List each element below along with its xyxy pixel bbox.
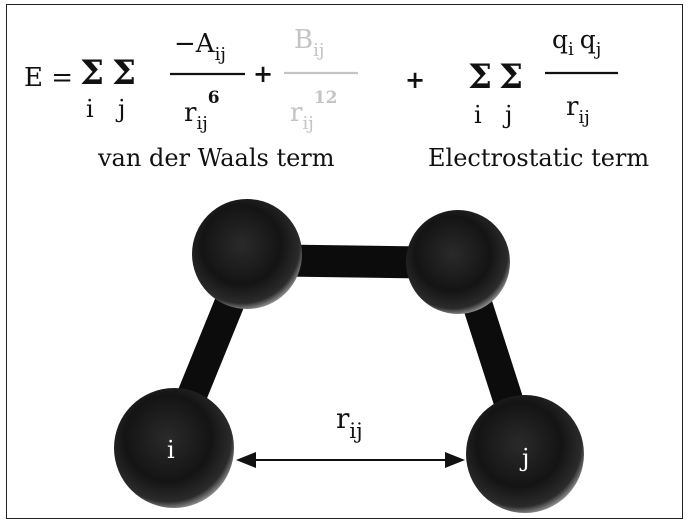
distance-arrowhead-left: [236, 452, 256, 468]
sum-symbol-i: Σ: [80, 53, 104, 93]
vdw-numerator-a: −Aij: [174, 29, 226, 65]
bond-right: [461, 295, 527, 417]
elec-sum-symbol-j: Σ: [499, 57, 523, 97]
vdw-numerator-b: Bij: [294, 25, 324, 61]
sum-symbol-j: Σ: [112, 53, 136, 93]
atom-top-right: [406, 210, 510, 314]
plus-sign-1: +: [253, 59, 273, 88]
vdw-denominator-a: rij6: [184, 88, 220, 134]
bond-left: [172, 286, 248, 416]
elec-denominator: rij: [566, 92, 590, 128]
electrostatic-term-label: Electrostatic term: [428, 144, 649, 172]
atom-i: [114, 388, 234, 508]
elec-sum-index-j: j: [502, 101, 512, 129]
distance-arrowhead-right: [445, 452, 465, 468]
molecule-diagram: i j rij: [114, 199, 584, 513]
vdw-denominator-b: rij12: [290, 88, 337, 134]
atom-j-label: j: [519, 444, 529, 472]
energy-lhs: E =: [24, 63, 73, 93]
elec-sum-symbol-i: Σ: [468, 57, 492, 97]
sum-index-j: j: [115, 95, 125, 123]
sum-index-i: i: [86, 95, 94, 123]
atom-j: [466, 395, 584, 513]
elec-sum-index-i: i: [474, 101, 482, 129]
atom-i-label: i: [167, 436, 175, 464]
distance-label: rij: [336, 402, 363, 443]
vdw-term-label: van der Waals term: [97, 144, 335, 172]
atom-top-left: [192, 199, 302, 309]
plus-sign-2: +: [405, 65, 425, 94]
